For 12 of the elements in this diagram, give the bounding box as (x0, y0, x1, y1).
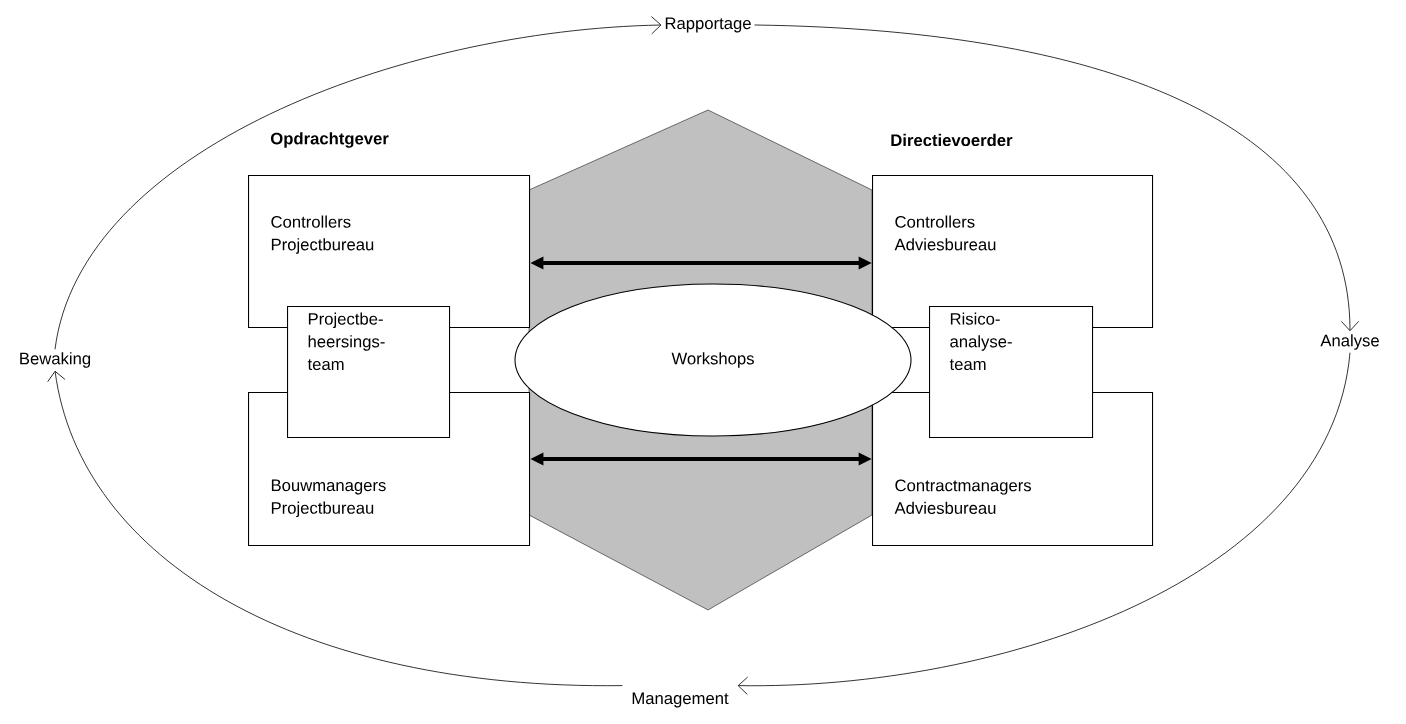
cycle-arrow (47, 370, 623, 686)
step-label: Bewaking (20, 352, 91, 368)
team-box: Risico- analyse- team (929, 306, 1094, 439)
group-heading: Opdrachtgever (270, 132, 389, 148)
cycle-arrow (737, 352, 1351, 695)
step-label: Analyse (1320, 334, 1379, 350)
group-heading: Directievoerder (891, 133, 1013, 147)
team-box: Projectbe- heersings- team (287, 306, 451, 439)
cycle-arrow (754, 24, 1360, 332)
step-label: Management (632, 692, 729, 708)
step-label: Rapportage (665, 17, 751, 33)
cycle-arrow (54, 16, 662, 350)
